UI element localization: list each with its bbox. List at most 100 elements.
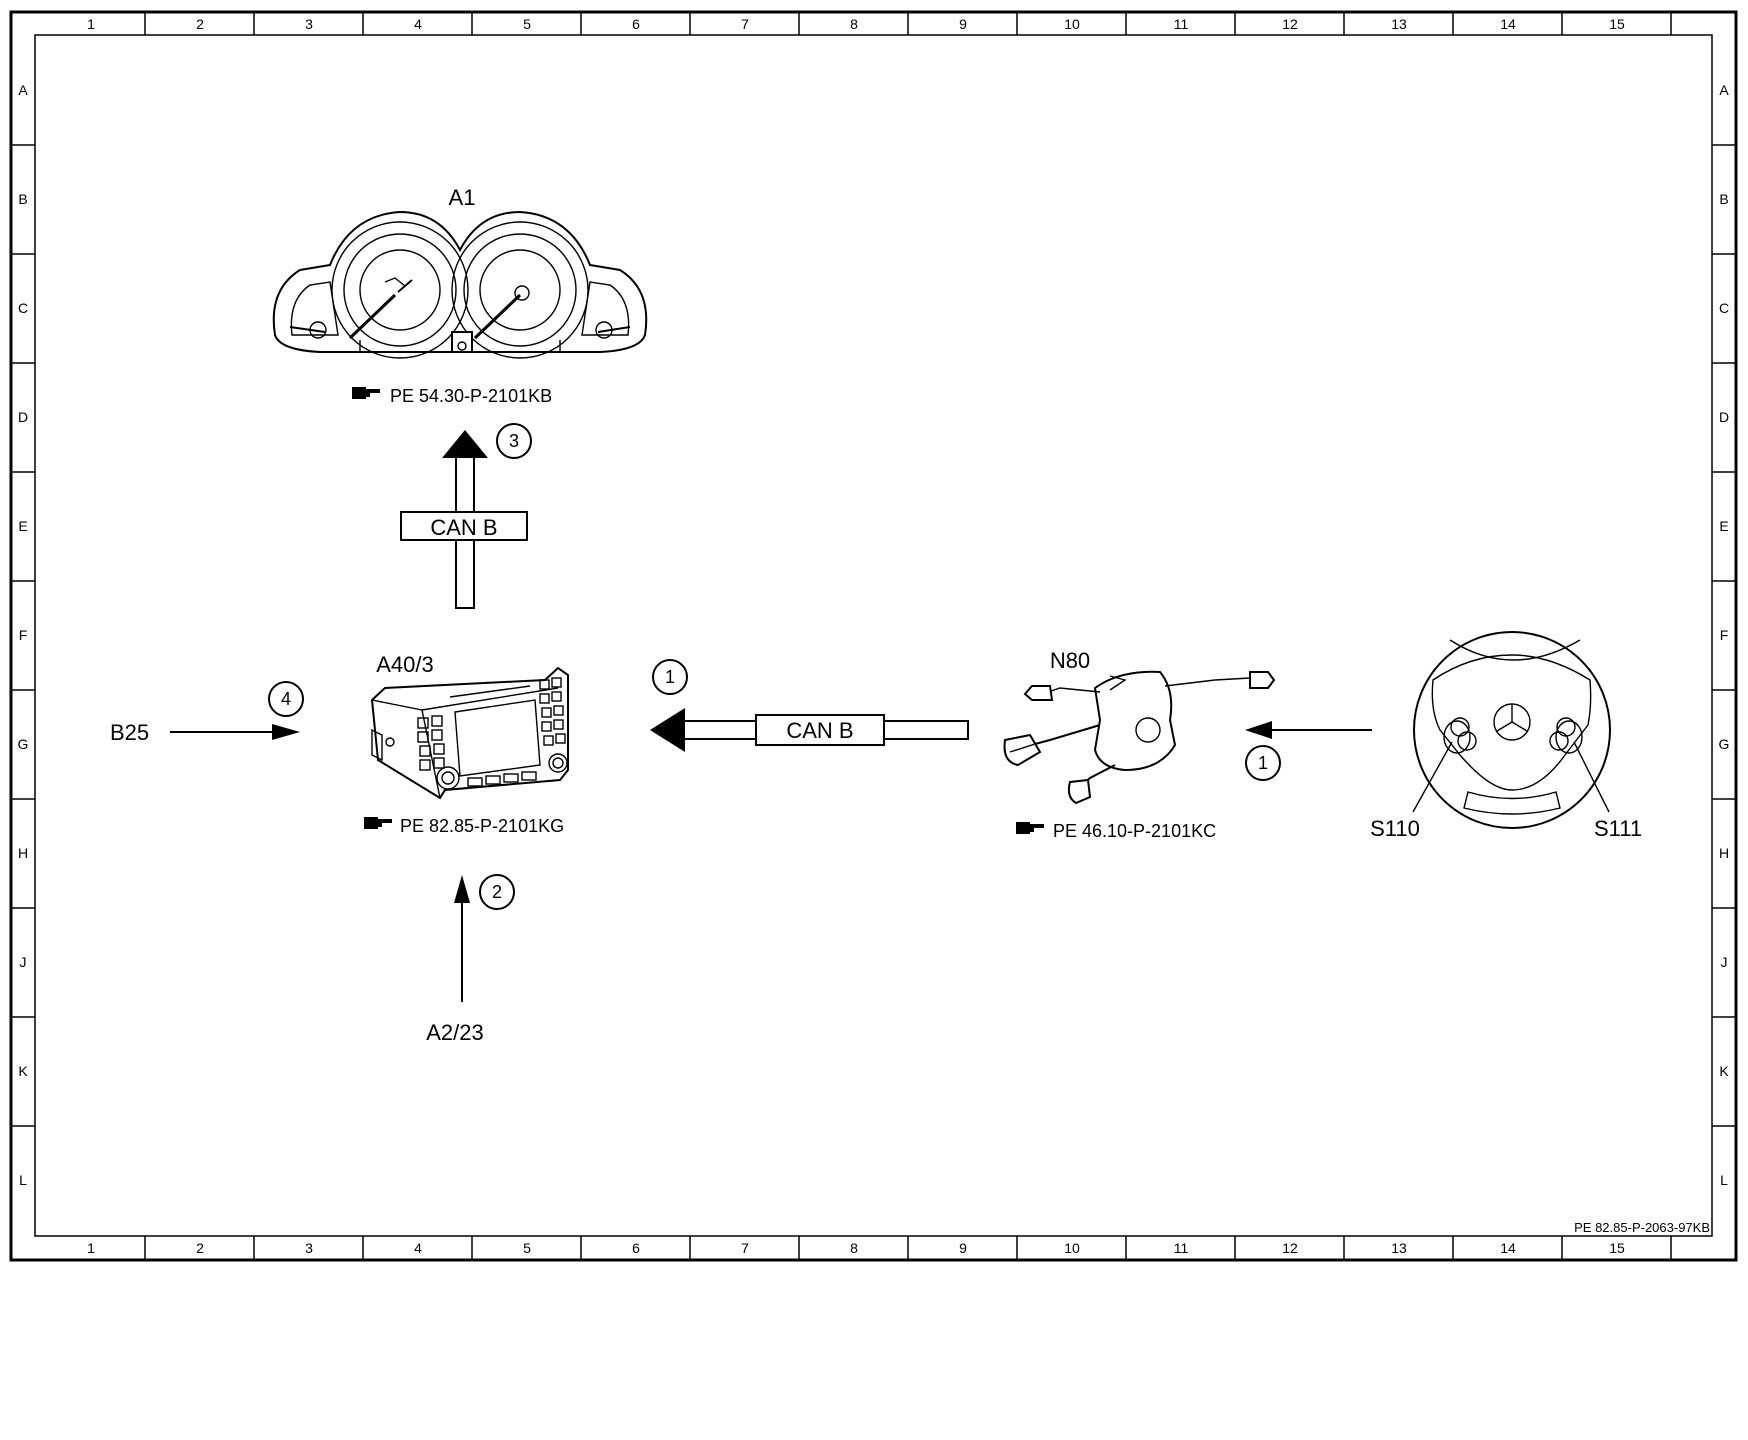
col-label: 5 [523,16,531,32]
col-label: 9 [959,16,967,32]
instrument-cluster-ref-text: PE 54.30-P-2101KB [390,386,552,406]
col-label: 9 [959,1240,967,1256]
cluster-housing [272,210,648,353]
can-b-label-box [755,714,885,746]
audio-unit-label: A40/3 [376,652,434,677]
row-labels-left: A B C D E F G H J K L [18,82,29,1188]
row-label: D [1719,409,1729,425]
col-label: 11 [1174,1240,1189,1256]
reference-hand-icon [1016,822,1044,834]
row-labels-right: A B C D E F G H J K L [1719,82,1730,1188]
right-wheel-switch-cluster [1549,717,1583,754]
can-b-vertical-connection: CAN B 3 [400,423,532,609]
col-label: 7 [741,1240,749,1256]
audio-unit-reference: PE 82.85-P-2101KG [364,816,564,836]
connection-number-badge [1245,745,1281,781]
reference-hand-icon [352,387,380,399]
arrow-up-icon [454,875,470,903]
speedometer-dial [451,221,589,359]
row-label: C [1719,300,1729,316]
col-label: 15 [1609,16,1625,32]
audio-unit-ref-text: PE 82.85-P-2101KG [400,816,564,836]
arrow-left-icon [1245,721,1272,739]
col-label: 8 [850,1240,858,1256]
s110-label: S110 [1370,816,1420,841]
connection-number: 3 [509,431,519,451]
instrument-cluster-label: A1 [449,185,476,210]
can-b-label-box [400,511,528,541]
connection-number: 2 [492,882,502,902]
volume-knob [436,766,460,790]
col-label: 2 [196,1240,204,1256]
col-label: 12 [1282,16,1298,32]
row-label: B [1719,191,1728,207]
col-label: 10 [1064,1240,1080,1256]
arrow-left-icon [650,708,685,752]
connection-number-badge [496,423,532,459]
col-label: 4 [414,16,422,32]
col-label: 4 [414,1240,422,1256]
a2-23-input-connection: 2 A2/23 [426,874,515,1045]
s111-label: S111 [1594,816,1642,841]
row-label: L [1720,1172,1728,1188]
connection-number-badge [652,659,688,695]
tachometer-dial [331,221,469,359]
reference-hand-icon [364,817,392,829]
steering-wheel: S110 S111 [1370,631,1642,841]
col-label: 10 [1064,16,1080,32]
steering-column-module-label: N80 [1050,648,1090,673]
row-label: F [1720,627,1729,643]
audio-unit-housing [370,666,569,800]
col-label: 15 [1609,1240,1625,1256]
col-label: 3 [305,1240,313,1256]
col-label: 7 [741,16,749,32]
col-label: 1 [87,1240,95,1256]
connection-number-badge [479,874,515,910]
column-labels-top: 1 2 3 4 5 6 7 8 9 10 11 12 13 14 15 [87,16,1625,32]
row-label: H [1719,845,1729,861]
col-label: 1 [87,16,95,32]
row-label: J [1721,954,1728,970]
row-label: G [1719,736,1730,752]
col-label: 5 [523,1240,531,1256]
arrow-up-icon [442,430,488,458]
row-label: A [1719,82,1729,98]
instrument-cluster: A1 [272,185,648,359]
row-label: B [18,191,27,207]
row-label: K [1719,1063,1729,1079]
document-id: PE 82.85-P-2063-97KB [1574,1220,1710,1235]
col-label: 8 [850,16,858,32]
steering-column-module: N80 [1003,648,1276,805]
steering-column-module-reference: PE 46.10-P-2101KC [1016,821,1216,841]
connection-number: 1 [665,667,675,687]
row-label: H [18,845,28,861]
can-b-label: CAN B [430,515,497,540]
mercedes-star-icon [1493,703,1531,741]
col-label: 13 [1391,16,1407,32]
row-label: C [18,300,28,316]
col-label: 14 [1500,16,1516,32]
instrument-cluster-reference: PE 54.30-P-2101KB [352,386,552,406]
col-label: 3 [305,16,313,32]
audio-display [454,699,541,777]
connection-number: 4 [281,689,291,709]
row-label: F [19,627,28,643]
row-label: E [18,518,27,534]
left-wheel-switch-cluster [1443,717,1477,754]
row-label: J [20,954,27,970]
row-label: D [18,409,28,425]
col-label: 2 [196,16,204,32]
connection-number: 1 [1258,753,1268,773]
col-label: 14 [1500,1240,1516,1256]
col-label: 6 [632,1240,640,1256]
row-label: E [1719,518,1728,534]
can-b-label: CAN B [786,718,853,743]
b25-label: B25 [110,720,149,745]
connection-number-badge [268,681,304,717]
row-label: K [18,1063,28,1079]
column-labels-bottom: 1 2 3 4 5 6 7 8 9 10 11 12 13 14 15 [87,1240,1625,1256]
arrow-right-icon [272,724,300,740]
audio-unit: A40/3 [370,652,569,800]
drawing-frame [9,10,1738,1262]
